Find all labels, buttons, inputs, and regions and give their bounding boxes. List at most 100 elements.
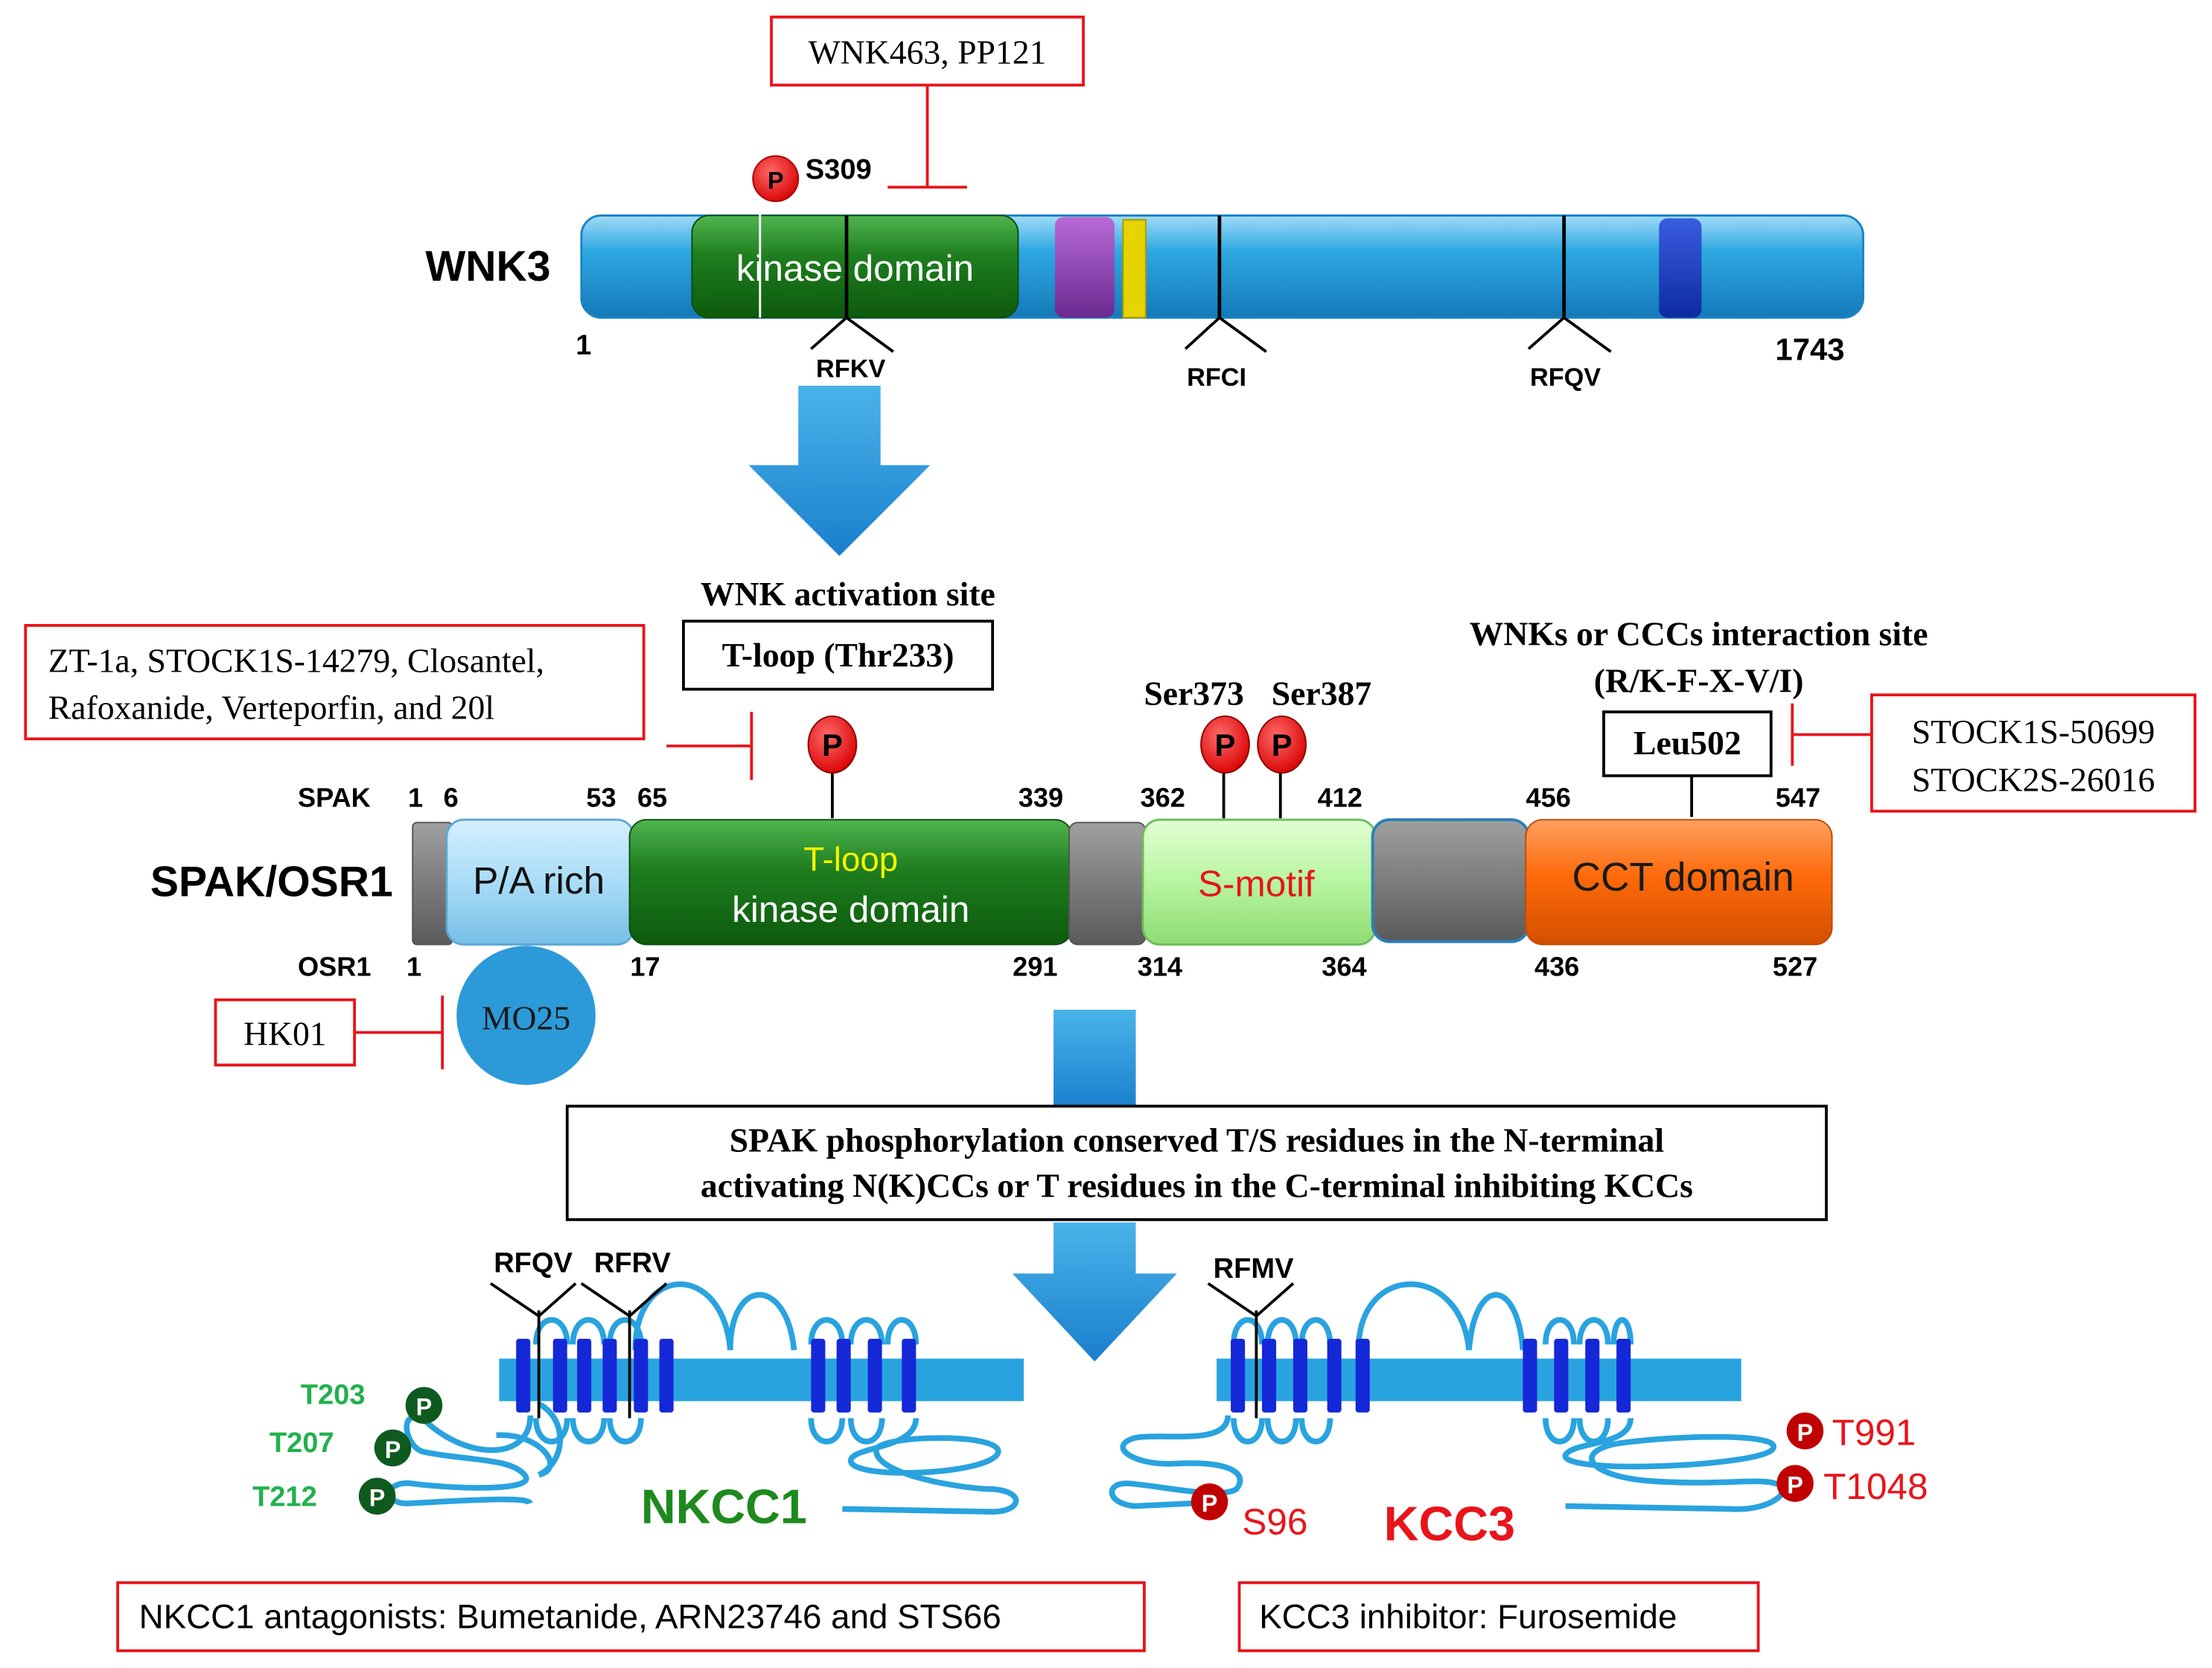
nkcc1-helix-loops <box>533 1317 919 1345</box>
spak-left-inhibitors-2: Rafoxanide, Verteporfin, and 20l <box>48 689 494 727</box>
kcc3-site-t1048: T1048 <box>1823 1466 1928 1507</box>
cct-label: CCT domain <box>1572 856 1794 900</box>
wnk3-inhibitor-box <box>770 15 1085 87</box>
nkcc1-motif-2: RFRV <box>594 1247 672 1279</box>
interaction-title-1: WNKs or CCCs interaction site <box>1470 615 1928 653</box>
kcc3-helix <box>1327 1338 1342 1413</box>
kcc3-phospho-ball <box>1191 1483 1228 1521</box>
wnk3-section: WNK463, PP121 kinase domain WNK3 1 1743 … <box>425 15 1864 392</box>
ser373-phospho-ball <box>1200 715 1250 774</box>
spak-section: WNK activation site T-loop (Thr233) WNKs… <box>24 575 2197 1085</box>
kcc3-cterm-tail <box>1562 1417 1785 1512</box>
spak-pos: 1 <box>408 783 423 813</box>
osr1-pos: 364 <box>1322 951 1366 981</box>
spak-linker-2 <box>1371 818 1530 943</box>
wnk3-phospho-mark: P <box>768 167 784 194</box>
nkcc1-helix <box>634 1338 648 1413</box>
wnk3-kinase-domain <box>691 214 1019 319</box>
spak-right-inhibitors-2: STOCK2S-26016 <box>1912 761 2155 799</box>
kcc3-motif-fork <box>1207 1282 1295 1318</box>
kcc3-site-t991: T991 <box>1832 1413 1916 1454</box>
ser373-label: Ser373 <box>1144 675 1244 713</box>
hk01-box <box>214 998 357 1067</box>
arrow-wnk3-to-spak <box>748 386 931 556</box>
kcc3-section: RFMV P S96 P T991 P T1048 KCC3 KCC3 inhi… <box>1109 1253 1928 1652</box>
nkcc1-motif-1: RFQV <box>494 1247 573 1279</box>
statement-line-1: SPAK phosphorylation conserved T/S resid… <box>730 1121 1664 1159</box>
nkcc1-antagonist-box <box>116 1581 1146 1652</box>
nkcc1-antagonist-text: NKCC1 antagonists: Bumetanide, ARN23746 … <box>139 1597 1001 1635</box>
spak-kinase-label: kinase domain <box>732 889 969 930</box>
ser387-label: Ser387 <box>1272 675 1372 713</box>
nkcc1-helices <box>516 1338 917 1413</box>
nkcc1-helix <box>577 1338 592 1413</box>
nkcc1-motif-fork-2 <box>580 1282 668 1318</box>
wnk3-motif-1: RFKV <box>816 355 885 383</box>
osr1-pos: 436 <box>1534 951 1579 981</box>
interaction-title-2: (R/K-F-X-V/I) <box>1594 661 1804 699</box>
wnk3-inhibitor-text: WNK463, PP121 <box>809 34 1047 71</box>
mo25-label: MO25 <box>482 999 570 1037</box>
wnk3-name: WNK3 <box>425 243 550 290</box>
nkcc1-helix <box>902 1338 917 1413</box>
nkcc1-name: NKCC1 <box>641 1479 807 1533</box>
statement-box <box>565 1104 1828 1221</box>
kcc3-helix <box>1523 1338 1537 1413</box>
wnk-activation-title: WNK activation site <box>701 575 995 613</box>
spak-linker-1 <box>1068 821 1147 946</box>
wnk3-phospho-site: S309 <box>806 154 872 185</box>
tloop-phospho-mark: P <box>822 728 843 763</box>
wnk3-kinase-label: kinase domain <box>736 248 974 289</box>
smotif-label: S-motif <box>1198 864 1315 905</box>
wnk3-coiled-coil-domain <box>1659 218 1702 318</box>
ser373-phospho-mark: P <box>1215 728 1236 763</box>
kcc3-helix <box>1355 1338 1370 1413</box>
spak-pos: 65 <box>637 783 667 813</box>
spak-right-inhibitor-box <box>1870 693 2197 813</box>
wnk3-yellow-domain <box>1122 219 1147 319</box>
spak-tloop-label: T-loop <box>803 840 898 878</box>
osr1-pos: 291 <box>1013 951 1057 981</box>
kcc3-helix-loops <box>1231 1317 1633 1345</box>
kcc3-helix <box>1585 1338 1600 1413</box>
nkcc1-helix <box>552 1338 567 1413</box>
kcc3-phospho-ball <box>1776 1465 1814 1502</box>
nkcc1-helix <box>867 1338 882 1413</box>
spak-left-inhibitor-box <box>24 623 646 741</box>
nkcc1-helix <box>516 1338 531 1413</box>
kcc3-helix <box>1231 1338 1246 1413</box>
ser387-phospho-mark: P <box>1272 728 1293 763</box>
arrow-to-transporters <box>1012 1222 1177 1362</box>
spak-right-inhibitors-1: STOCK1S-50699 <box>1912 713 2155 751</box>
spak-pos: 547 <box>1776 783 1820 813</box>
kcc3-phospho-sites: P S96 P T991 P T1048 <box>1191 1413 1928 1543</box>
osr1-pos: 314 <box>1138 951 1182 981</box>
kcc3-helix <box>1616 1338 1631 1413</box>
wnk3-phospho-ball <box>752 155 800 203</box>
spak-pos: 339 <box>1019 783 1063 813</box>
wnk3-motif-fork-3 <box>1527 316 1612 353</box>
wnk3-end: 1743 <box>1775 332 1844 367</box>
nkcc1-section: RFQV RFRV P P P T203 T207 T212 NKCC1 NKC… <box>116 1247 1146 1652</box>
wnk3-motif-2: RFCI <box>1187 363 1246 392</box>
nkcc1-phospho-mark: P <box>416 1394 433 1421</box>
spak-positions: 1 6 53 65 339 362 412 456 547 <box>408 783 1820 813</box>
kcc3-phospho-mark: P <box>1797 1419 1814 1446</box>
nkcc1-site-t207: T207 <box>270 1427 334 1459</box>
spak-left-inhibitors-1: ZT-1a, STOCK1S-14279, Closantel, <box>48 642 544 680</box>
kcc3-helices <box>1231 1338 1631 1413</box>
nkcc1-site-t212: T212 <box>252 1482 317 1513</box>
kcc3-helix <box>1293 1338 1307 1413</box>
cct-domain <box>1525 818 1833 946</box>
nkcc1-helix <box>836 1338 851 1413</box>
spak-pos: 53 <box>586 783 616 813</box>
tloop-box <box>682 620 995 691</box>
spak-row-label: SPAK <box>298 783 371 813</box>
kcc3-loops-top <box>1355 1281 1526 1351</box>
osr1-pos: 17 <box>630 951 660 981</box>
nkcc1-cterm-tail <box>842 1417 1019 1515</box>
nkcc1-phospho-mark: P <box>385 1436 401 1463</box>
kcc3-phospho-ball <box>1786 1412 1824 1450</box>
spak-pos: 362 <box>1141 783 1185 813</box>
